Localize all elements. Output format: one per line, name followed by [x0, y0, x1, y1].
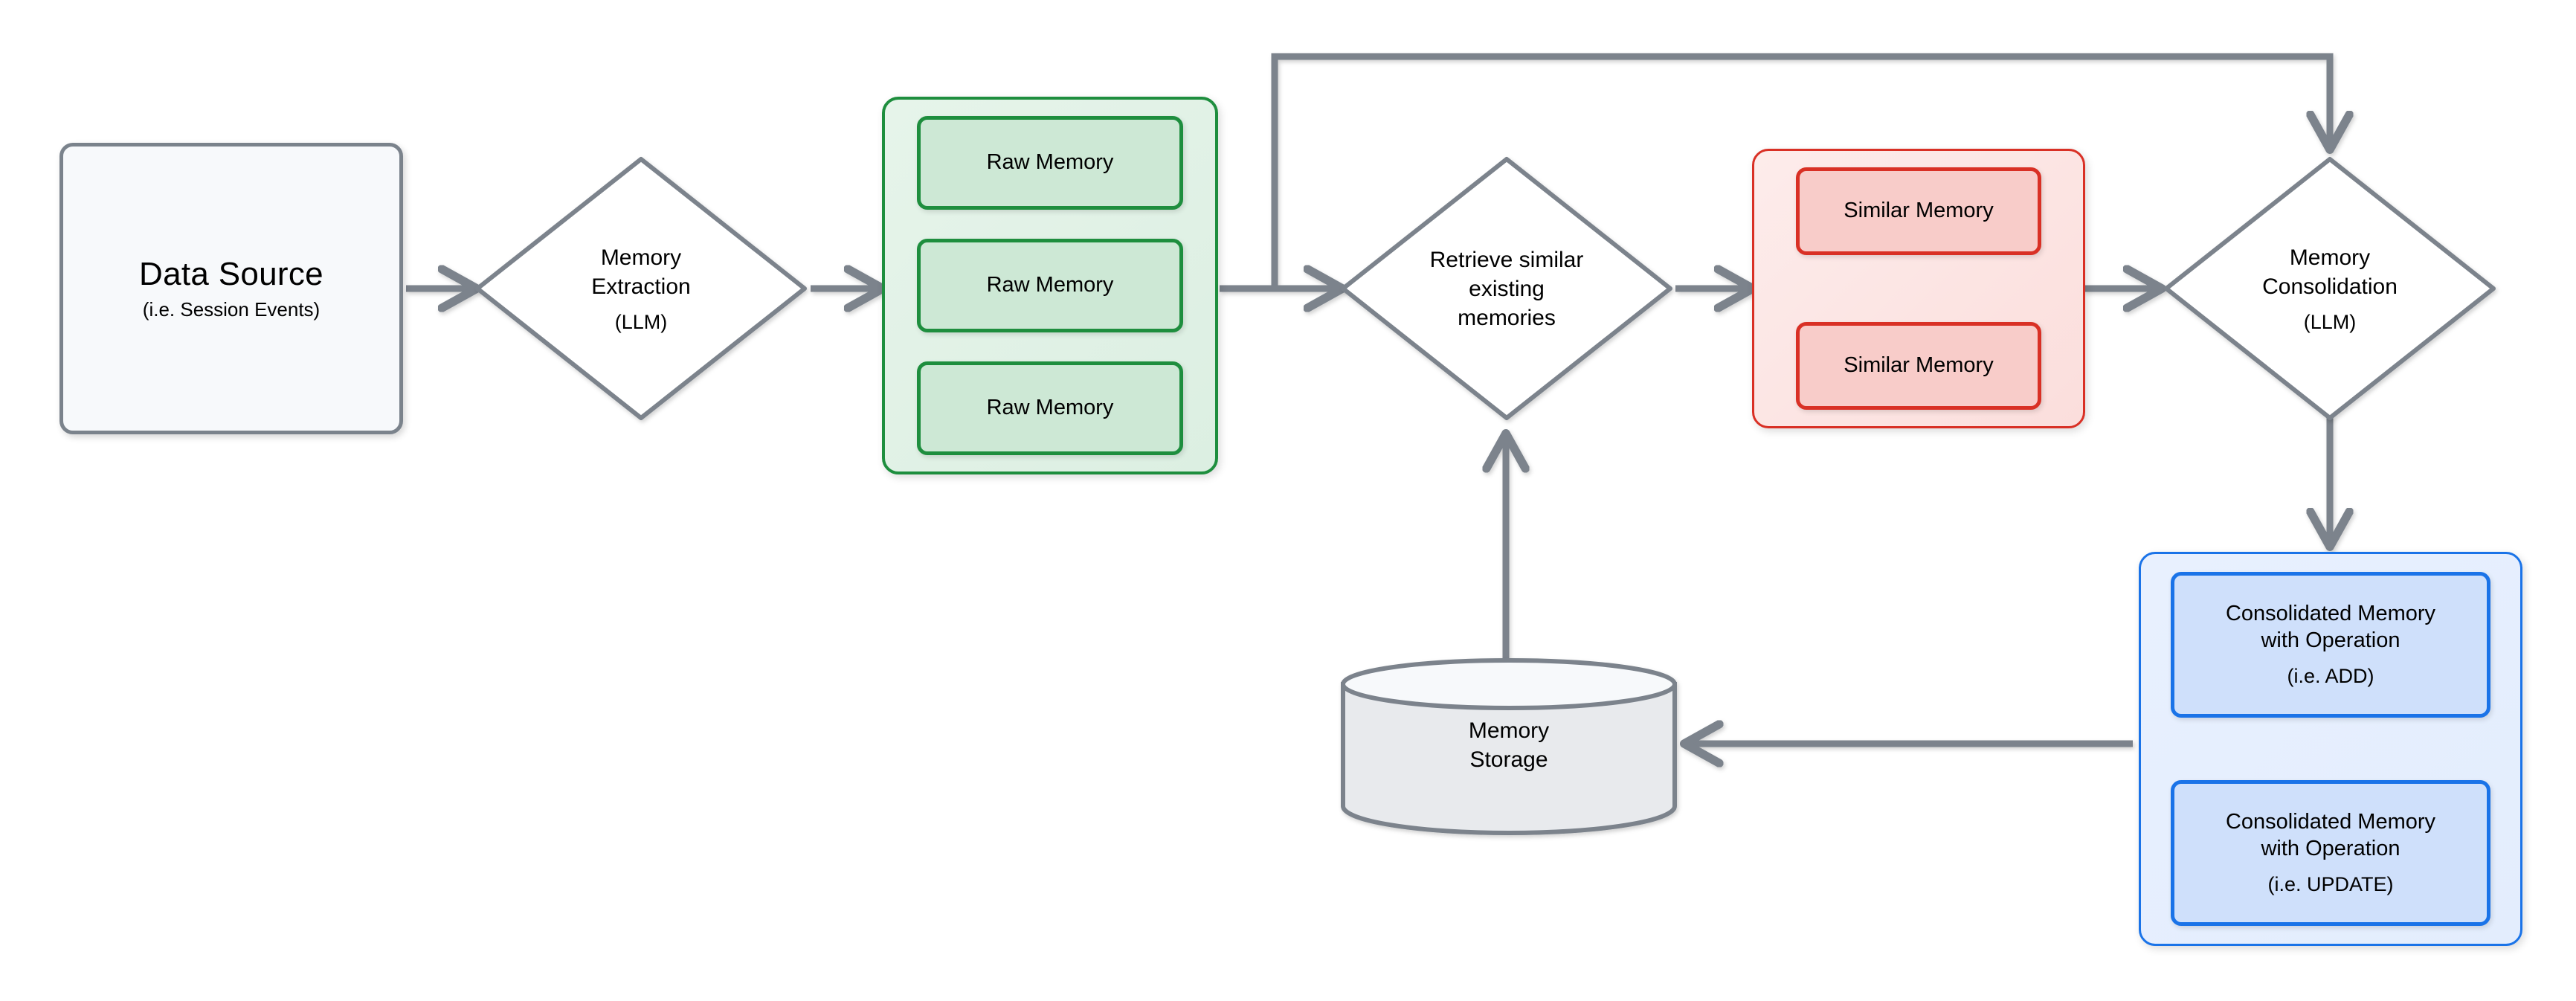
node-memory-consolidation[interactable]: Memory Consolidation (LLM)	[2162, 155, 2498, 422]
chip-raw-memory-3[interactable]: Raw Memory	[917, 361, 1183, 455]
chip-similar-memory-2[interactable]: Similar Memory	[1796, 322, 2041, 410]
chip-raw-memory-2[interactable]: Raw Memory	[917, 239, 1183, 332]
chip-consolidated-memory-add[interactable]: Consolidated Memory with Operation (i.e.…	[2171, 572, 2490, 718]
node-raw-memory-group[interactable]: Raw Memory Raw Memory Raw Memory	[882, 97, 1218, 474]
consolidated-memory-label: Consolidated Memory with Operation	[2225, 602, 2436, 652]
similar-memory-label: Similar Memory	[1844, 199, 1994, 223]
raw-memory-label: Raw Memory	[986, 396, 1114, 420]
data-source-subtitle: (i.e. Session Events)	[142, 298, 321, 321]
node-data-source[interactable]: Data Source (i.e. Session Events)	[59, 143, 403, 434]
consolidated-memory-label: Consolidated Memory with Operation	[2225, 810, 2436, 860]
similar-memory-label: Similar Memory	[1844, 353, 1994, 378]
node-memory-extraction[interactable]: Memory Extraction (LLM)	[473, 155, 809, 422]
chip-consolidated-memory-update[interactable]: Consolidated Memory with Operation (i.e.…	[2171, 780, 2490, 926]
consolidated-memory-operation: (i.e. UPDATE)	[2267, 873, 2394, 896]
consolidated-memory-operation: (i.e. ADD)	[2287, 665, 2374, 688]
chip-similar-memory-1[interactable]: Similar Memory	[1796, 167, 2041, 255]
raw-memory-label: Raw Memory	[986, 273, 1114, 297]
node-retrieve-similar[interactable]: Retrieve similar existing memories	[1339, 155, 1675, 422]
node-memory-storage[interactable]: Memory Storage	[1339, 657, 1679, 835]
raw-memory-label: Raw Memory	[986, 150, 1114, 175]
node-similar-memory-group[interactable]: Similar Memory Similar Memory	[1752, 149, 2085, 428]
data-source-title: Data Source	[139, 255, 323, 292]
chip-raw-memory-1[interactable]: Raw Memory	[917, 116, 1183, 210]
node-consolidated-memory-group[interactable]: Consolidated Memory with Operation (i.e.…	[2139, 552, 2522, 946]
